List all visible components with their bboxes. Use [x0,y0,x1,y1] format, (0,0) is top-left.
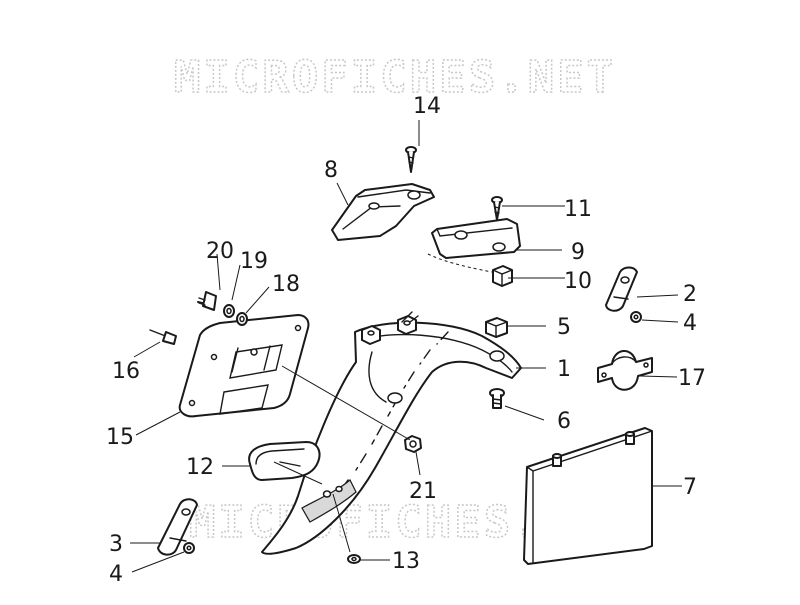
callout-4-upper: 4 [683,311,697,336]
callout-21: 21 [409,479,437,504]
part-2-hook-bracket [605,266,638,312]
callout-17: 17 [678,366,706,391]
part-8-bracket [331,183,435,241]
callout-14: 14 [413,94,441,119]
callout-9: 9 [571,240,585,265]
callout-12: 12 [186,455,214,480]
callout-3: 3 [109,532,123,557]
callout-15: 15 [106,425,134,450]
part-6-bolt [489,388,505,409]
part-7-box [523,427,653,565]
leader-lines [130,120,682,573]
part-19-washer [223,304,235,318]
callout-19: 19 [240,249,268,274]
callout-11: 11 [564,197,592,222]
part-11-screw [491,196,503,221]
part-5-clip-nut [485,317,508,338]
part-13-washer [347,554,361,564]
callout-2: 2 [683,282,697,307]
callout-13: 13 [392,549,420,574]
part-10-clip-nut [492,265,513,287]
callout-1: 1 [557,357,571,382]
part-20-bolt [197,291,217,311]
callout-7: 7 [683,475,697,500]
part-1-rear-fender [261,311,522,555]
part-17-clamp [597,350,653,391]
callout-20: 20 [206,239,234,264]
callout-4-lower: 4 [109,562,123,587]
callout-10: 10 [564,269,592,294]
part-3-hook-bracket [157,498,198,556]
part-15-plate-holder [178,314,310,418]
part-21-nut [404,435,422,453]
callout-18: 18 [272,272,300,297]
callout-16: 16 [112,359,140,384]
callout-6: 6 [557,409,571,434]
callout-8: 8 [324,158,338,183]
part-4-washer-upper [630,311,642,323]
callout-5: 5 [557,315,571,340]
part-14-screw [405,146,417,173]
part-9-plate [431,218,521,259]
callout-labels: 14 8 11 9 20 19 10 18 2 5 4 1 16 17 6 15… [106,94,706,587]
part-12-reflector [248,441,321,481]
part-16-rivet [149,329,177,345]
watermark-top: MICROFICHES.NET [174,52,616,103]
part-4-washer-lower [183,542,195,554]
part-18-washer [236,312,248,326]
